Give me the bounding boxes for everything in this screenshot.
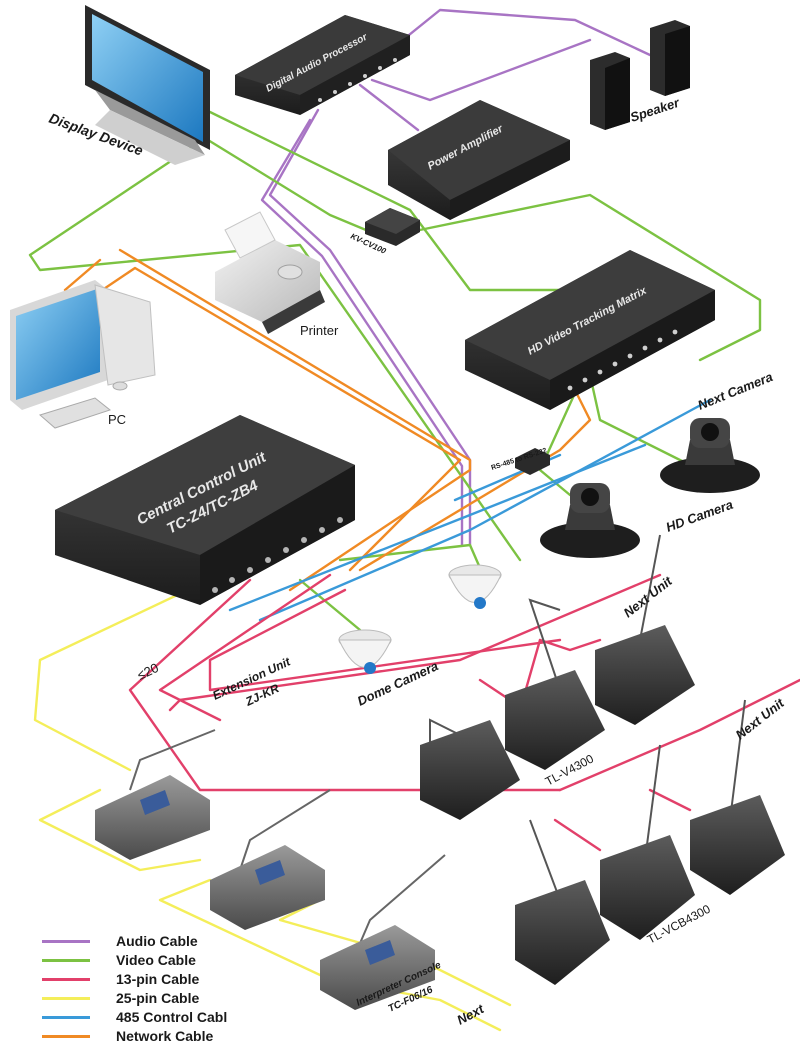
tl-vcb4300-unit — [600, 744, 695, 940]
network-cables — [63, 248, 592, 592]
legend-label: 485 Control Cabl — [116, 1009, 228, 1025]
legend-swatch — [42, 978, 90, 981]
display-device — [85, 5, 210, 165]
kv-cv100-converter — [365, 208, 420, 246]
pin25-cable — [38, 788, 202, 872]
pin13-cable — [128, 578, 562, 792]
video-cable — [588, 373, 702, 472]
legend-item: 485 Control Cabl — [36, 1008, 296, 1027]
pin13-cable — [558, 678, 800, 792]
hd-camera-bottom — [540, 483, 640, 558]
legend-label: Network Cable — [116, 1028, 214, 1044]
video-cable — [208, 110, 602, 292]
digital-audio-processor — [235, 15, 410, 115]
tl-vcb4300-unit — [690, 699, 785, 895]
audio-cables — [260, 8, 652, 547]
tl-vcb4300-unit — [515, 819, 610, 985]
pin13-cable — [648, 788, 692, 812]
legend-item: Video Cable — [36, 951, 296, 970]
pin13-cable — [158, 573, 332, 722]
video-cable — [298, 578, 362, 632]
label-next-unit-right: Next Unit — [733, 695, 788, 742]
pc — [10, 280, 156, 429]
pin13-cable — [168, 573, 662, 712]
audio-cable — [358, 83, 420, 132]
legend-swatch — [42, 1016, 90, 1019]
pin13-cable — [538, 638, 602, 652]
label-printer: Printer — [300, 323, 339, 338]
legend-swatch — [42, 959, 90, 962]
video-cable — [408, 193, 762, 362]
audio-cable — [260, 118, 464, 547]
legend-item: Audio Cable — [36, 932, 296, 951]
legend-swatch — [42, 997, 90, 1000]
tl-v4300-unit — [505, 598, 605, 770]
power-amplifier — [388, 100, 570, 220]
label-next-camera: Next Camera — [696, 369, 775, 413]
legend-item: 25-pin Cable — [36, 989, 296, 1008]
legend-label: Video Cable — [116, 952, 196, 968]
network-cable — [358, 388, 592, 572]
dome-camera-left — [338, 629, 392, 674]
legend-swatch — [42, 1035, 90, 1038]
network-cable — [63, 258, 462, 572]
legend-swatch — [42, 940, 90, 943]
speaker-left — [590, 52, 630, 130]
label-next: Next — [454, 1001, 487, 1028]
tl-v4300-unit — [595, 534, 695, 725]
legend-label: 25-pin Cable — [116, 990, 200, 1006]
interpreter-console — [320, 854, 446, 1010]
pin25-cable — [33, 568, 232, 772]
central-control-unit — [55, 415, 355, 605]
pin25-cable — [158, 878, 322, 977]
pin25-cable — [278, 898, 512, 1007]
legend-label: 13-pin Cable — [116, 971, 200, 987]
pin13-cable — [208, 588, 562, 692]
audio-cable — [376, 8, 652, 62]
dome-camera-right — [448, 564, 502, 609]
pin13-cable — [553, 818, 602, 852]
audio-cable — [370, 38, 592, 102]
printer — [215, 211, 325, 334]
rs485-cable — [258, 398, 712, 622]
legend-item: Network Cable — [36, 1027, 296, 1046]
label-hd-camera: HD Camera — [664, 497, 735, 535]
label-speaker: Speaker — [628, 95, 682, 125]
pin25-cables — [33, 568, 512, 1032]
interpreter-console — [95, 729, 216, 860]
network-cable — [118, 248, 472, 592]
label-le-20: ≤20 — [135, 660, 161, 683]
legend-label: Audio Cable — [116, 933, 198, 949]
interpreter-console — [210, 789, 331, 930]
rs485-cable — [228, 443, 647, 612]
speaker-right — [650, 20, 690, 96]
label-pc: PC — [108, 412, 126, 427]
tl-v4300-unit — [420, 718, 520, 820]
rs485-converter — [515, 448, 550, 475]
hd-camera-top — [660, 418, 760, 493]
hd-video-tracking-matrix — [465, 250, 715, 410]
legend-item: 13-pin Cable — [36, 970, 296, 989]
